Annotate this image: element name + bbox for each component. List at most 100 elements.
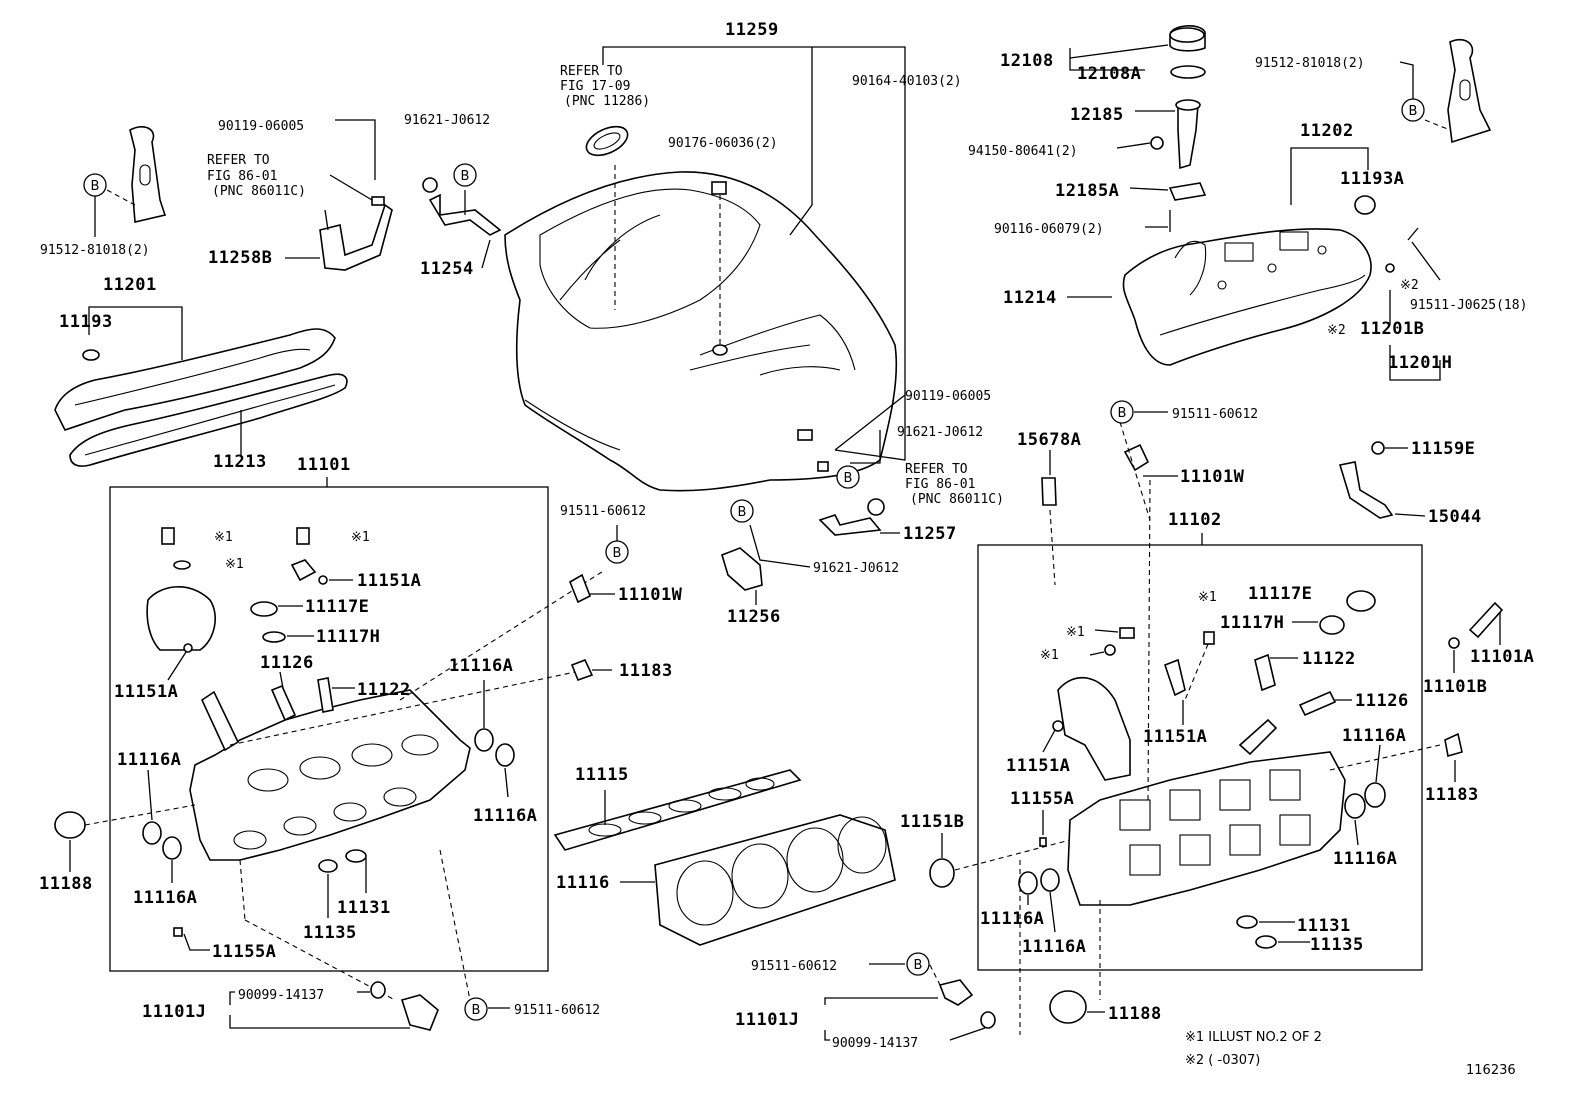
cylinder-head-cover-left[interactable]: [54, 328, 336, 431]
label-11101B: 11101B: [1423, 677, 1487, 697]
label-11256: 11256: [727, 607, 781, 627]
fitting-11101J-left[interactable]: [400, 994, 439, 1031]
svg-text:B: B: [1409, 104, 1418, 119]
mark-2-b: ※2: [1327, 323, 1346, 338]
label-11102: 11102: [1168, 510, 1222, 530]
group-box-11101: [109, 486, 549, 972]
fitting-11101W-left[interactable]: [569, 573, 592, 604]
label-90119-06005-mid: 90119-06005: [905, 389, 991, 404]
figure-number: 116236: [1466, 1063, 1516, 1078]
group-box-11102: [977, 544, 1423, 971]
pipe-part[interactable]: [200, 690, 240, 752]
ref-mark-b-3: B: [1401, 98, 1425, 122]
label-11117E-left: 11117E: [305, 597, 369, 617]
timing-cover-right[interactable]: [1057, 676, 1131, 781]
plug-11183-right[interactable]: [1444, 732, 1463, 758]
label-11259: 11259: [725, 20, 779, 40]
label-11214: 11214: [1003, 288, 1057, 308]
label-11122-right: 11122: [1302, 649, 1356, 669]
oil-filler-cap[interactable]: [1169, 25, 1206, 52]
cylinder-head-cover-right[interactable]: [1122, 228, 1372, 366]
label-11116A-h: 11116A: [1022, 937, 1086, 957]
water-hose-fitting[interactable]: [1123, 443, 1150, 472]
svg-text:B: B: [914, 958, 923, 973]
label-11202: 11202: [1300, 121, 1354, 141]
ref-text-3-line2: FIG 86-01: [905, 477, 975, 492]
label-12185: 12185: [1070, 105, 1124, 125]
plug-11188-right[interactable]: [1049, 990, 1087, 1024]
label-11151A-b: 11151A: [114, 682, 178, 702]
label-11183-right: 11183: [1425, 785, 1479, 805]
label-11151B: 11151B: [900, 812, 964, 832]
bracket-11256[interactable]: [721, 547, 763, 591]
oil-filler-pipe[interactable]: [1175, 99, 1201, 170]
plug-11183-left[interactable]: [570, 658, 594, 682]
label-90116-06079: 90116-06079(2): [994, 222, 1104, 237]
cylinder-head-left[interactable]: [189, 689, 471, 861]
label-91621-J0612-mid: 91621-J0612: [897, 425, 983, 440]
bracket-11254[interactable]: [422, 177, 502, 236]
plug-11188-left[interactable]: [54, 811, 86, 839]
ref-text-2-line2: FIG 86-01: [207, 169, 277, 184]
mark-1-f: ※1: [1040, 648, 1059, 663]
label-11193: 11193: [59, 312, 113, 332]
ref-text-2-line1: REFER TO: [207, 153, 270, 168]
ref-mark-b-7: B: [605, 540, 629, 564]
label-11131-left: 11131: [337, 898, 391, 918]
ref-text-1-line2: FIG 17-09: [560, 79, 630, 94]
label-11201H: 11201H: [1388, 353, 1452, 373]
label-91621-J0612-center: 91621-J0612: [813, 561, 899, 576]
label-11101J-left: 11101J: [142, 1002, 206, 1022]
plug-11117E-left[interactable]: [250, 601, 278, 617]
ref-text-3-line3: (PNC 86011C): [910, 492, 1004, 507]
label-11116A-g: 11116A: [980, 909, 1044, 929]
label-11116: 11116: [556, 873, 610, 893]
grommet-part[interactable]: [1354, 195, 1376, 215]
label-11258B: 11258B: [208, 248, 272, 268]
emblem-part[interactable]: [582, 121, 632, 161]
label-11117H-left: 11117H: [316, 627, 380, 647]
svg-text:B: B: [738, 505, 747, 520]
cylinder-head-right[interactable]: [1067, 751, 1346, 906]
label-11101A: 11101A: [1470, 647, 1534, 667]
bolt-11101A[interactable]: [1468, 601, 1504, 639]
svg-text:B: B: [461, 169, 470, 184]
engine-hanger-right[interactable]: [1447, 38, 1492, 144]
ref-mark-b-5: B: [1110, 400, 1134, 424]
svg-text:B: B: [91, 179, 100, 194]
label-91511-J0625: 91511-J0625(18): [1410, 298, 1527, 313]
filler-pipe-gasket[interactable]: [1168, 182, 1207, 201]
fitting-11101J-right[interactable]: [938, 979, 974, 1006]
engine-cover[interactable]: [504, 171, 898, 492]
ref-mark-b-8: B: [464, 997, 488, 1021]
footnote-2: ※2 ( -0307): [1185, 1053, 1260, 1068]
svg-text:B: B: [1118, 406, 1127, 421]
label-11116A-e: 11116A: [1342, 726, 1406, 746]
label-91511-60612-bottom-center: 91511-60612: [751, 959, 837, 974]
engine-hanger-left[interactable]: [129, 126, 167, 223]
bracket-11257[interactable]: [818, 498, 885, 536]
label-91512-81018-right: 91512-81018(2): [1255, 56, 1365, 71]
seal-11151B[interactable]: [929, 858, 955, 888]
label-90164-40103: 90164-40103(2): [852, 74, 962, 89]
label-11115: 11115: [575, 765, 629, 785]
ref-text-1-line1: REFER TO: [560, 64, 623, 79]
plug-11117E-right[interactable]: [1346, 590, 1376, 612]
bracket-11258B[interactable]: [319, 203, 393, 271]
svg-text:B: B: [472, 1003, 481, 1018]
label-11101: 11101: [297, 455, 351, 475]
cylinder-head-gasket[interactable]: [654, 814, 896, 946]
ref-mark-b-2: B: [453, 163, 477, 187]
label-11213: 11213: [213, 452, 267, 472]
label-12108A: 12108A: [1077, 64, 1141, 84]
timing-cover-left[interactable]: [146, 586, 216, 651]
filler-cap-gasket[interactable]: [1170, 65, 1206, 79]
label-11117E-right: 11117E: [1248, 584, 1312, 604]
label-11116A-f: 11116A: [1333, 849, 1397, 869]
svg-text:B: B: [613, 546, 622, 561]
oil-pipe-15044[interactable]: [1338, 441, 1394, 519]
sensor-15678A[interactable]: [1041, 477, 1057, 506]
label-11101J-right: 11101J: [735, 1010, 799, 1030]
label-11101W-right: 11101W: [1180, 467, 1245, 487]
cylinder-head-cover-gasket-left[interactable]: [69, 373, 348, 467]
